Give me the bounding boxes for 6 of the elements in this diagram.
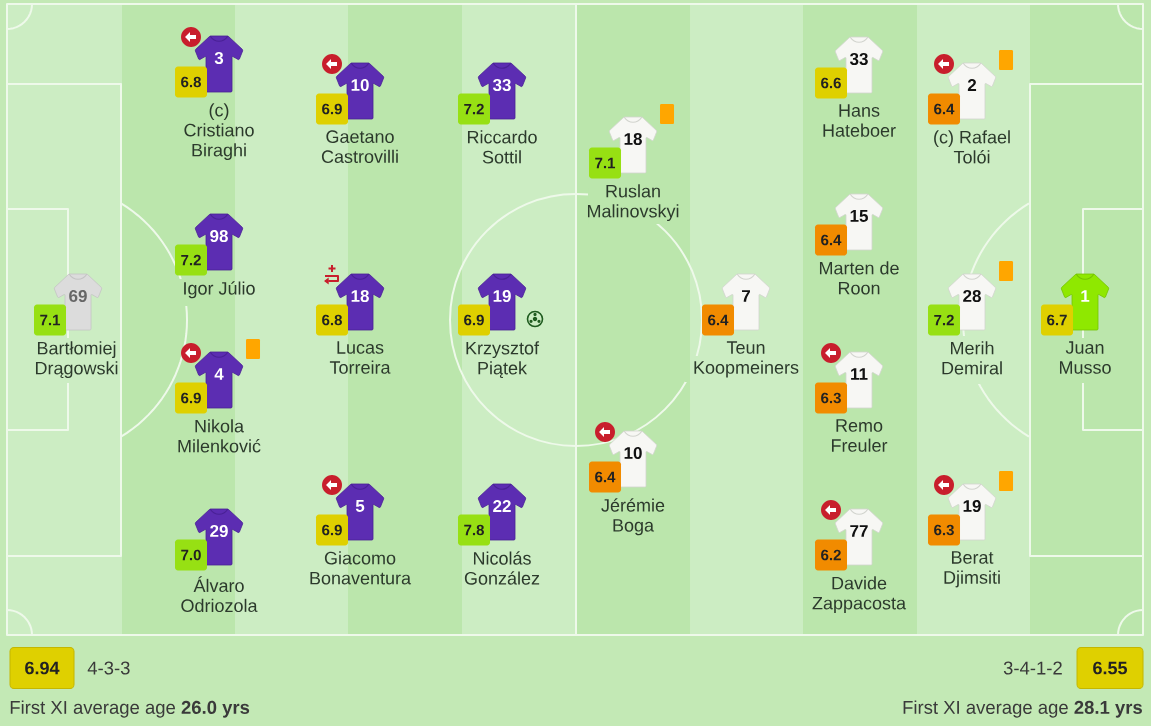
average-age-text: First XI average age 28.1 yrs [903,700,1142,718]
rating-badge: 6.55 [1076,647,1144,689]
formation-label: 4-3-3 [87,661,130,675]
formation-label: 3-4-1-2 [1003,661,1062,675]
average-age-text: First XI average age 26.0 yrs [10,700,250,718]
rating-badge: 6.94 [9,647,75,689]
